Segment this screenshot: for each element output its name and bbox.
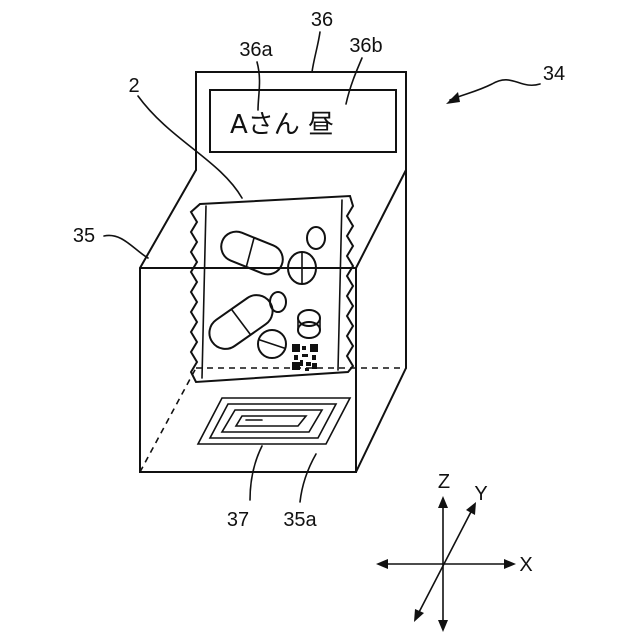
label-2: 2 (128, 75, 139, 97)
qr-code (292, 344, 318, 371)
axis-y-label: Y (474, 483, 487, 505)
leader-35a (300, 454, 316, 502)
label-34: 34 (543, 63, 565, 85)
label-35a: 35a (283, 509, 317, 531)
medicine-packet (191, 196, 353, 382)
leader-36 (312, 32, 320, 72)
leader-36b (346, 58, 362, 104)
leader-35 (104, 235, 148, 258)
label-35: 35 (73, 225, 95, 247)
cylinder-tablet (298, 310, 320, 338)
coordinate-axes: Z Y X (376, 471, 533, 632)
box-top-right-edge (356, 170, 406, 268)
antenna-coil (198, 398, 350, 444)
box-bottom-right-edge (356, 368, 406, 472)
axis-z-label: Z (438, 471, 450, 493)
capsule-pill-2 (203, 289, 279, 355)
display-text: Aさん 昼 (230, 110, 334, 140)
label-36a: 36a (239, 39, 273, 61)
box-hidden-edge-left (140, 368, 196, 472)
leader-34-arrowhead (446, 92, 460, 104)
axis-x-arrow-neg (376, 559, 388, 569)
axis-z-arrow-pos (438, 496, 448, 508)
axis-z-arrow-neg (438, 620, 448, 632)
leader-2 (138, 96, 242, 198)
label-36: 36 (311, 9, 333, 31)
axis-x-label: X (519, 554, 532, 576)
oval-pill-1 (307, 227, 325, 249)
axis-y-line (416, 506, 474, 618)
axis-x-arrow-pos (504, 559, 516, 569)
axis-y-arrow-neg (414, 609, 424, 622)
leader-36a (257, 62, 260, 110)
label-36b: 36b (349, 35, 382, 57)
capsule-pill-1 (217, 227, 288, 279)
label-37: 37 (227, 509, 249, 531)
leader-34 (450, 80, 540, 100)
box-top-left-edge (140, 170, 196, 268)
round-tablet-2 (258, 330, 286, 358)
